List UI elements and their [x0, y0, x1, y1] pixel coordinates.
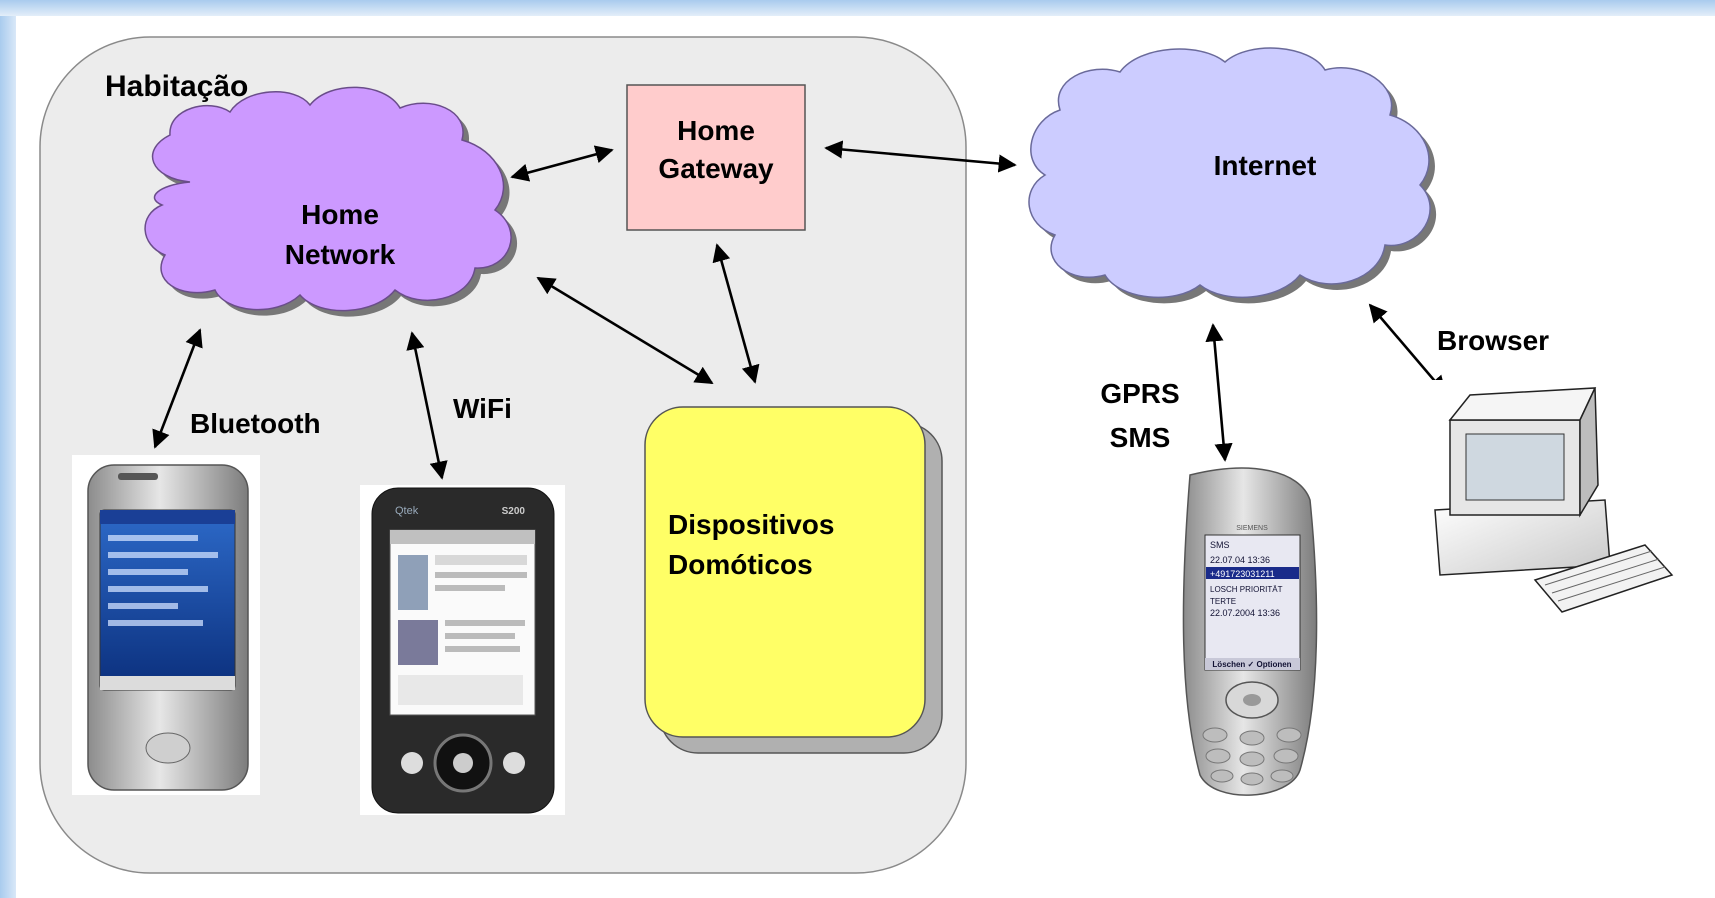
home-network-label-line-2: Network [284, 239, 396, 270]
home-network-label-line-1: Home [301, 199, 379, 230]
arrow-bluetooth [152, 328, 203, 449]
domotic-devices-label-line-2: Domóticos [668, 549, 813, 580]
arrow-gateway-devices [712, 243, 760, 384]
phone-softkeys: Löschen ✓ Optionen [1212, 660, 1291, 669]
internet-cloud [1028, 47, 1431, 298]
home-gateway-label-line-2: Gateway [658, 153, 774, 184]
siemens-phone-image [1182, 467, 1318, 796]
browser-label: Browser [1437, 325, 1550, 356]
domotic-devices-box [644, 406, 926, 738]
domotic-devices-label: Dispositivos Domóticos [668, 505, 834, 585]
siemens-brand: SIEMENS [1236, 525, 1268, 532]
phone-screen-line-1: SMS [1210, 540, 1230, 550]
bluetooth-label: Bluetooth [190, 408, 321, 439]
phone-screen-line-3: +491723031211 [1210, 569, 1275, 579]
phone-screen-line-6: 22.07.2004 13:36 [1210, 608, 1280, 618]
arrow-network-gateway [510, 145, 614, 182]
pda-device-image [72, 455, 260, 795]
housing-label: Habitação [105, 70, 249, 103]
home-network-label: Home Network [285, 195, 395, 275]
qtek-brand: Qtek [395, 505, 419, 517]
gprs-sms-label: GPRS SMS [1100, 372, 1179, 460]
slide-frame-top [0, 0, 1715, 16]
slide-frame-left [0, 0, 16, 898]
home-gateway-box [626, 84, 806, 231]
qtek-phone-image [360, 485, 565, 815]
gprs-label: GPRS [1100, 378, 1180, 409]
phone-screen-line-4: LOSCH PRIORITÄT [1210, 585, 1283, 594]
wifi-label: WiFi [453, 393, 512, 424]
home-gateway-label-line-1: Home [677, 115, 755, 146]
home-gateway-label: Home Gateway [658, 112, 773, 188]
internet-label: Internet [1213, 150, 1317, 181]
arrow-browser [1368, 303, 1447, 395]
phone-screen-line-2: 22.07.04 13:36 [1210, 555, 1270, 565]
arrow-network-devices [536, 276, 714, 385]
phone-screen-line-5: TERTE [1210, 597, 1236, 606]
arrow-gprs-sms [1205, 323, 1233, 462]
sms-label: SMS [1109, 422, 1171, 453]
qtek-model: S200 [502, 506, 526, 517]
arrow-wifi [406, 331, 448, 480]
arrow-gateway-internet [824, 140, 1017, 173]
domotic-devices-label-line-1: Dispositivos [668, 509, 835, 540]
home-network-cloud [144, 86, 512, 312]
desktop-computer-image [1400, 380, 1674, 620]
